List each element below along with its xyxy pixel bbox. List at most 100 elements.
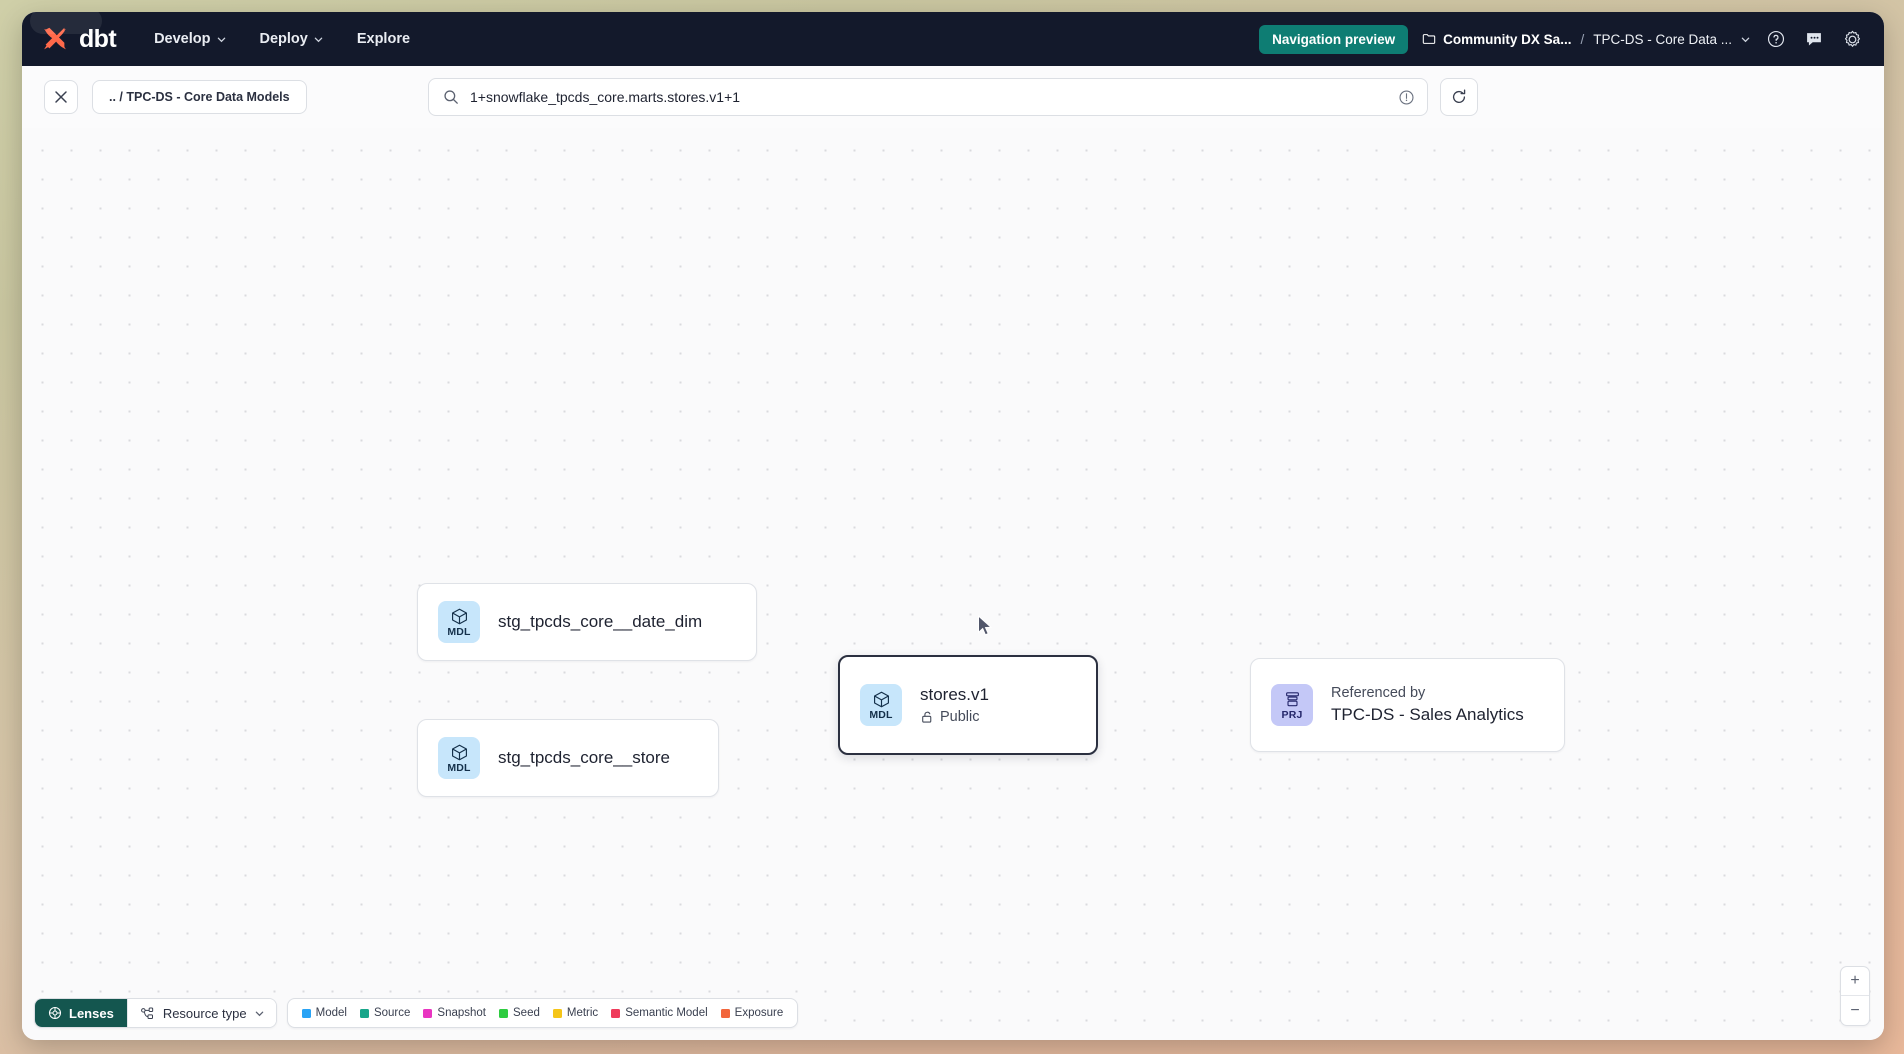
node-badge-label: MDL (869, 708, 893, 721)
legend-label: Semantic Model (625, 1007, 708, 1019)
nav-item-explore[interactable]: Explore (355, 26, 412, 52)
legend-swatch (552, 1008, 562, 1018)
breadcrumb-chip[interactable]: .. / TPC-DS - Core Data Models (92, 80, 307, 114)
lens-icon (48, 1006, 62, 1020)
refresh-lineage-button[interactable] (1440, 78, 1478, 116)
node-text-group: stg_tpcds_core__date_dim (498, 612, 702, 632)
nav-item-develop-label: Develop (154, 31, 211, 47)
legend-swatch (499, 1008, 509, 1018)
node-badge-label: PRJ (1281, 708, 1303, 721)
node-text-group: stg_tpcds_core__store (498, 748, 670, 768)
zoom-in-button[interactable]: + (1841, 967, 1869, 996)
graph-node-sales-analytics-project[interactable]: PRJ Referenced by TPC-DS - Sales Analyti… (1250, 658, 1565, 752)
node-title: stg_tpcds_core__store (498, 748, 670, 767)
chevron-down-icon (255, 1011, 263, 1016)
nav-item-develop[interactable]: Develop (152, 26, 227, 52)
search-icon (444, 90, 458, 104)
legend-swatch (720, 1008, 730, 1018)
nav-item-deploy-label: Deploy (259, 31, 308, 47)
lineage-search-input[interactable] (470, 89, 1387, 105)
chevron-down-icon (314, 37, 323, 42)
app-window: dbt Develop Deploy Explore Navigation pr… (22, 12, 1884, 1040)
unlock-icon (922, 711, 932, 723)
lenses-button[interactable]: Lenses (35, 999, 127, 1027)
close-lineage-button[interactable] (44, 80, 78, 114)
graph-node-stg-store[interactable]: MDL stg_tpcds_core__store (417, 719, 719, 797)
main-nav-items: Develop Deploy Explore (152, 26, 412, 52)
legend-item-seed: Seed (499, 1007, 540, 1019)
breadcrumb-project-label[interactable]: TPC-DS - Core Data ... (1593, 31, 1732, 47)
help-circle-icon[interactable] (1764, 27, 1788, 51)
node-title: TPC-DS - Sales Analytics (1331, 705, 1524, 724)
dbt-logo-icon (44, 27, 66, 50)
account-project-breadcrumb: Community DX Sa... / TPC-DS - Core Data … (1422, 32, 1750, 47)
node-badge-mdl: MDL (438, 601, 480, 643)
legend-swatch (611, 1008, 621, 1018)
resource-type-legend: Model Source Snapshot Seed Metric (286, 998, 799, 1028)
legend-item-snapshot: Snapshot (423, 1007, 486, 1019)
node-access-label: Public (940, 709, 980, 725)
refresh-icon (1452, 89, 1466, 103)
lineage-edges (22, 128, 322, 278)
legend-item-metric: Metric (552, 1007, 599, 1019)
lineage-bottom-controls: Lenses Resource type (34, 998, 799, 1028)
zoom-controls: + − (1840, 966, 1870, 1026)
folder-icon (1422, 34, 1436, 44)
window-titlebar-nub (30, 12, 102, 34)
resource-type-label: Resource type (162, 1005, 247, 1021)
legend-item-semantic-model: Semantic Model (611, 1007, 708, 1019)
mouse-cursor (978, 615, 993, 636)
legend-swatch (423, 1008, 433, 1018)
legend-item-exposure: Exposure (720, 1007, 784, 1019)
navigation-preview-badge[interactable]: Navigation preview (1259, 24, 1409, 54)
node-title: stores.v1 (920, 685, 989, 704)
graph-node-stores-v1[interactable]: MDL stores.v1 Public (838, 655, 1098, 755)
node-title: stg_tpcds_core__date_dim (498, 612, 703, 631)
legend-item-model: Model (301, 1007, 347, 1019)
legend-swatch (301, 1008, 311, 1018)
legend-label: Seed (513, 1007, 540, 1019)
top-navigation-bar: dbt Develop Deploy Explore Navigation pr… (22, 12, 1884, 66)
breadcrumb-account-label: Community DX Sa... (1443, 31, 1572, 47)
lineage-search-box[interactable] (428, 78, 1428, 116)
nav-item-explore-label: Explore (356, 31, 411, 47)
gear-icon[interactable] (1840, 27, 1864, 51)
legend-label: Model (315, 1007, 347, 1019)
legend-label: Snapshot (437, 1007, 487, 1019)
breadcrumb-account[interactable]: Community DX Sa... (1422, 32, 1571, 47)
resource-type-dropdown[interactable]: Resource type (126, 999, 276, 1027)
legend-label: Source (373, 1007, 411, 1019)
legend-label: Exposure (734, 1007, 784, 1019)
dbt-logo[interactable]: dbt (40, 24, 117, 54)
chevron-down-icon[interactable] (1741, 35, 1750, 44)
legend-item-source: Source (359, 1007, 411, 1019)
chevron-down-icon (217, 37, 225, 42)
nodes-icon (140, 1007, 153, 1019)
top-nav-right-group: Navigation preview Community DX Sa... / … (1259, 24, 1864, 54)
legend-swatch (359, 1008, 369, 1018)
node-text-group: Referenced by TPC-DS - Sales Analytics (1331, 685, 1524, 725)
legend-label: Metric (566, 1007, 599, 1019)
node-access-row: Public (920, 709, 989, 725)
breadcrumb-separator: / (1580, 31, 1585, 47)
node-badge-mdl: MDL (860, 684, 902, 726)
info-circle-icon[interactable] (1398, 89, 1415, 106)
feedback-chat-icon[interactable] (1802, 27, 1826, 51)
cube-icon (873, 691, 889, 708)
close-icon (55, 91, 67, 103)
node-badge-mdl: MDL (438, 737, 480, 779)
zoom-out-button[interactable]: − (1850, 1001, 1860, 1019)
project-stack-icon (1285, 692, 1299, 706)
node-badge-label: MDL (447, 625, 471, 638)
node-overline: Referenced by (1331, 685, 1426, 701)
graph-node-stg-date-dim[interactable]: MDL stg_tpcds_core__date_dim (417, 583, 757, 661)
lineage-canvas[interactable]: MDL stg_tpcds_core__date_dim MDL stg_tpc… (22, 128, 1884, 1040)
lineage-search-area (428, 78, 1478, 116)
node-badge-prj: PRJ (1271, 684, 1313, 726)
nav-item-deploy[interactable]: Deploy (258, 26, 325, 52)
cube-icon (451, 744, 467, 761)
node-badge-label: MDL (447, 761, 471, 774)
node-text-group: stores.v1 Public (920, 685, 989, 725)
cube-icon (451, 608, 467, 625)
lineage-toolbar: .. / TPC-DS - Core Data Models (22, 66, 1884, 128)
